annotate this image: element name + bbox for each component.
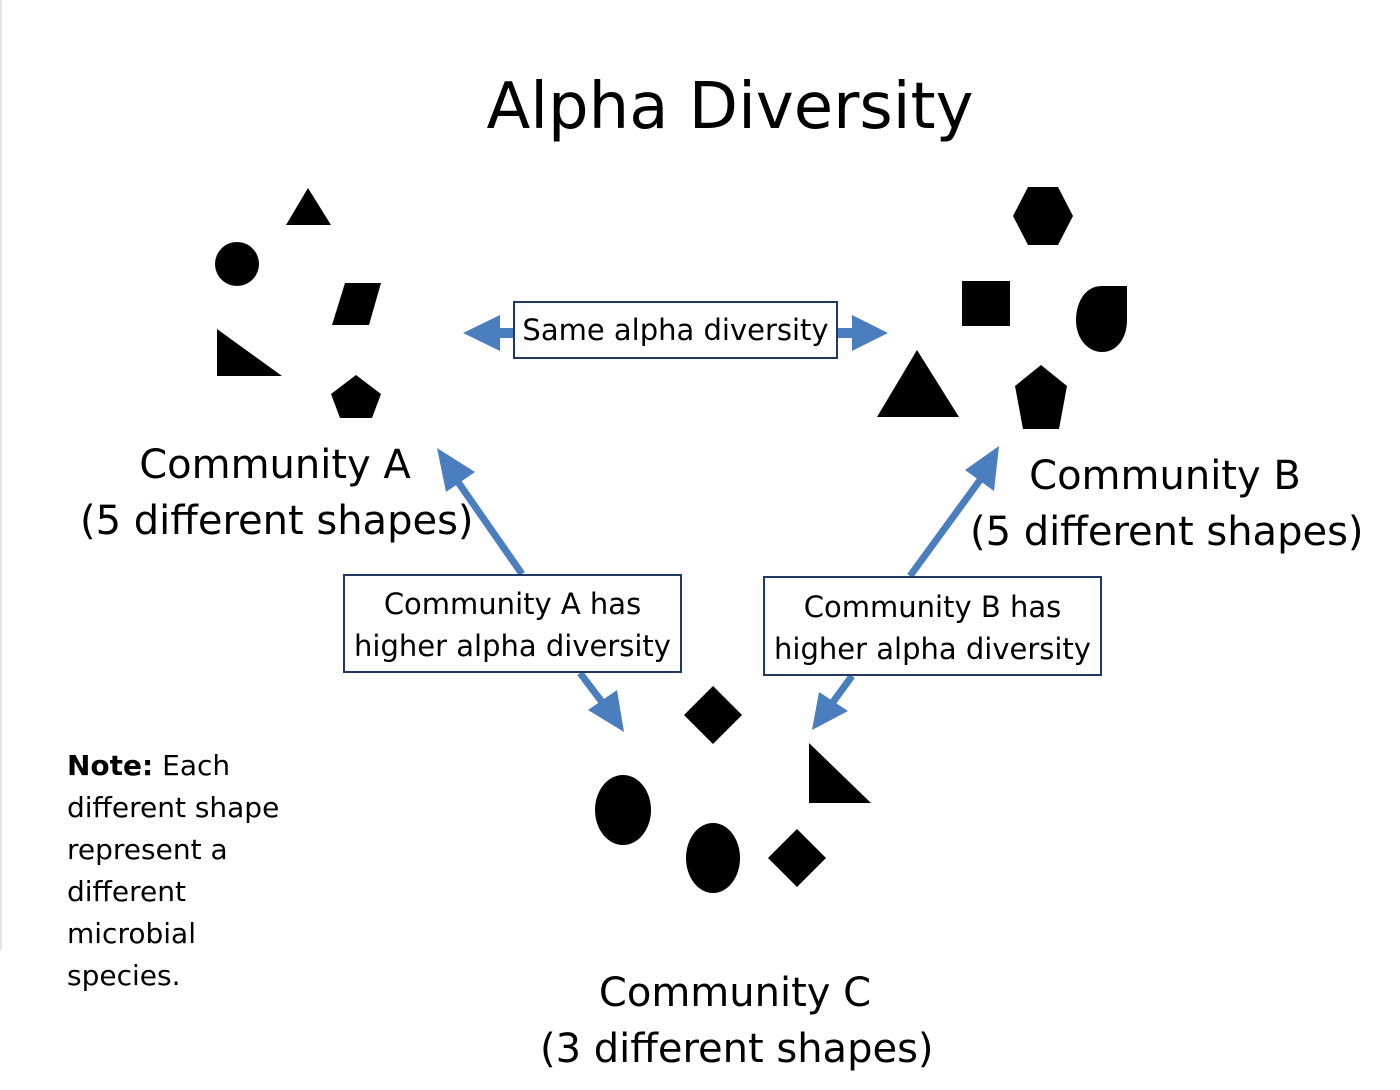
pentagon-icon <box>1015 365 1067 429</box>
triangle-icon <box>877 350 959 417</box>
arrows <box>437 315 999 732</box>
community-c-label: Community C (3 different shapes) <box>540 965 934 1077</box>
right-triangle-icon <box>809 743 871 803</box>
circle-icon <box>215 242 259 286</box>
community-b-detail: (5 different shapes) <box>970 509 1364 555</box>
ellipse-icon <box>595 775 651 845</box>
community-b-shapes <box>877 187 1127 429</box>
note-text: Each different shape represent a differe… <box>67 749 280 992</box>
pentagon-icon <box>331 375 381 418</box>
note-block: Note: Each different shape represent a d… <box>67 745 307 997</box>
right-triangle-icon <box>217 329 282 376</box>
diamond-icon <box>684 686 742 744</box>
a-vs-c-box: Community A has higher alpha diversity <box>343 574 682 673</box>
community-a-name: Community A <box>139 442 411 488</box>
arrowhead-left <box>463 315 500 351</box>
a-to-c-arrow <box>437 448 624 732</box>
hexagon-icon <box>1013 187 1073 245</box>
note-label: Note: <box>67 749 154 782</box>
diagram-title: Alpha Diversity <box>486 70 974 144</box>
a-vs-c-line2: higher alpha diversity <box>354 629 671 663</box>
square-icon <box>962 281 1010 326</box>
community-b-name: Community B <box>1029 453 1301 499</box>
b-vs-c-line2: higher alpha diversity <box>774 632 1091 666</box>
community-c-shapes <box>595 686 871 893</box>
a-vs-c-line1: Community A has <box>383 587 642 621</box>
b-to-c-arrow <box>812 446 999 730</box>
arrowhead-to-a <box>437 448 475 492</box>
b-vs-c-line1: Community B has <box>803 590 1062 624</box>
teardrop-icon <box>1076 286 1127 352</box>
community-a-shapes <box>215 188 381 418</box>
arrowhead-to-b <box>965 446 999 491</box>
ellipse-icon <box>686 823 740 893</box>
community-b-label: Community B (5 different shapes) <box>970 448 1364 560</box>
community-a-label: Community A (5 different shapes) <box>80 437 474 549</box>
same-diversity-arrow <box>463 315 888 351</box>
same-diversity-box: Same alpha diversity <box>513 301 838 359</box>
arrowhead-to-c-left <box>588 690 624 732</box>
parallelogram-icon <box>332 283 381 325</box>
community-a-detail: (5 different shapes) <box>80 498 474 544</box>
community-c-name: Community C <box>598 970 872 1016</box>
same-diversity-text: Same alpha diversity <box>522 313 829 347</box>
left-edge-rule <box>0 0 2 950</box>
arrowhead-to-c-right <box>812 692 848 730</box>
b-vs-c-box: Community B has higher alpha diversity <box>763 576 1102 676</box>
diamond-icon <box>768 829 826 887</box>
arrowhead-right <box>852 315 888 351</box>
triangle-icon <box>286 188 331 225</box>
community-c-detail: (3 different shapes) <box>540 1026 934 1072</box>
